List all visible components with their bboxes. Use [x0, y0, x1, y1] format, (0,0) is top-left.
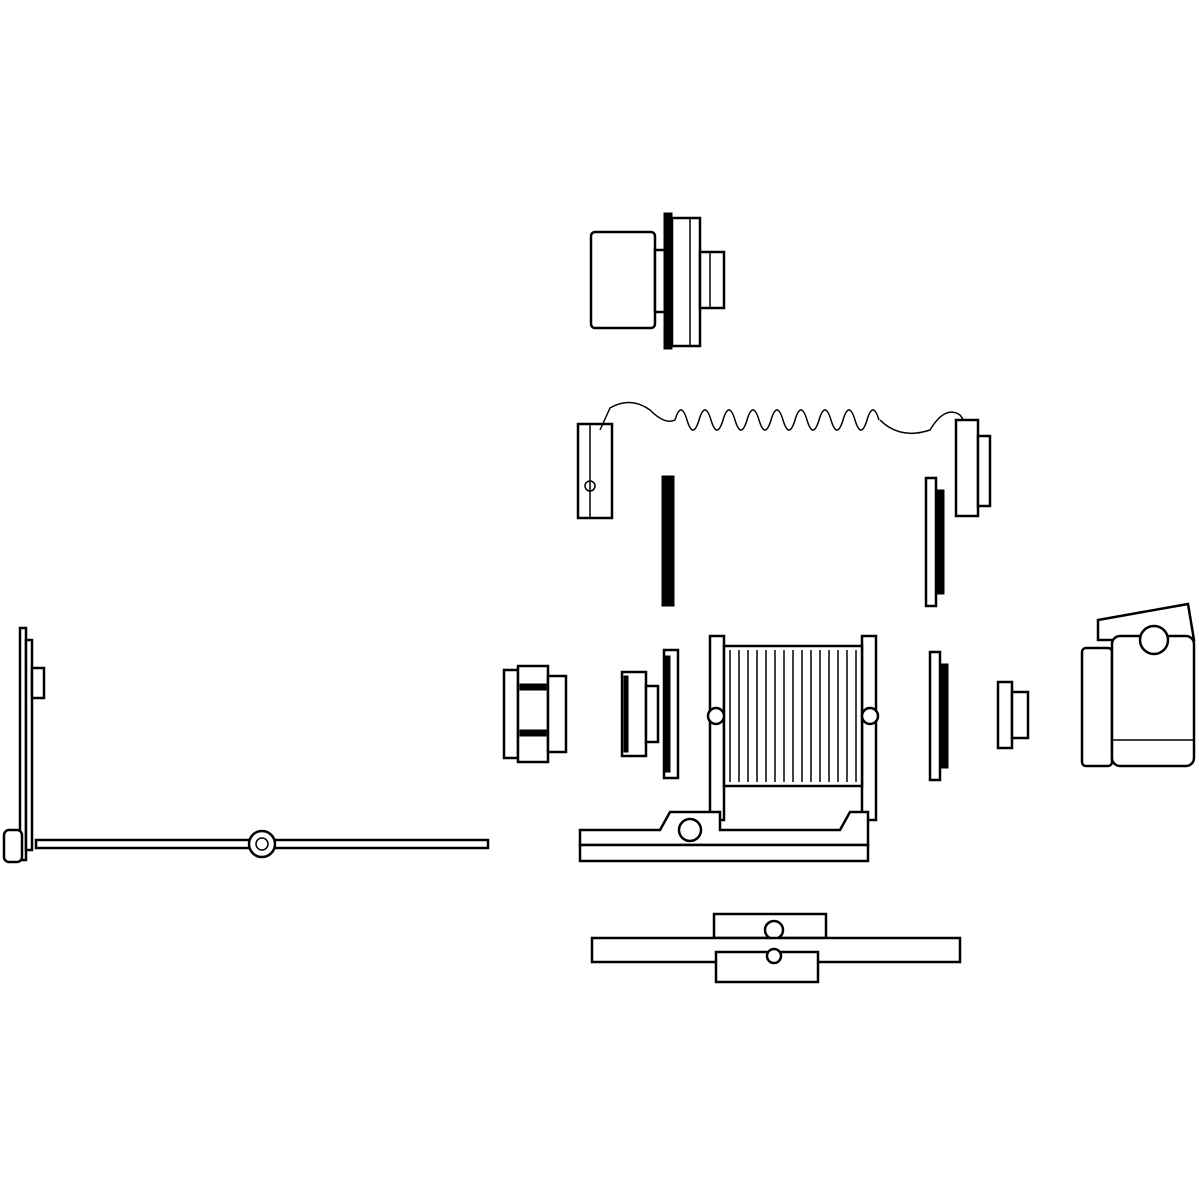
extension-ring-left-upper — [661, 475, 675, 607]
extension-ring-right-upper — [924, 476, 945, 608]
extension-ring-left-lower — [662, 648, 680, 780]
extension-ring-right-lower — [928, 650, 949, 782]
mount-adapter — [996, 680, 1030, 750]
bellows-unit — [578, 634, 880, 863]
focusing-rail — [590, 912, 962, 984]
reversing-adapter — [620, 670, 660, 758]
slide-copier-stand — [2, 626, 490, 864]
lens-adapter-top — [589, 212, 726, 350]
camera-body — [1080, 602, 1196, 768]
double-cable-release — [576, 401, 992, 520]
macro-lens — [502, 664, 568, 764]
